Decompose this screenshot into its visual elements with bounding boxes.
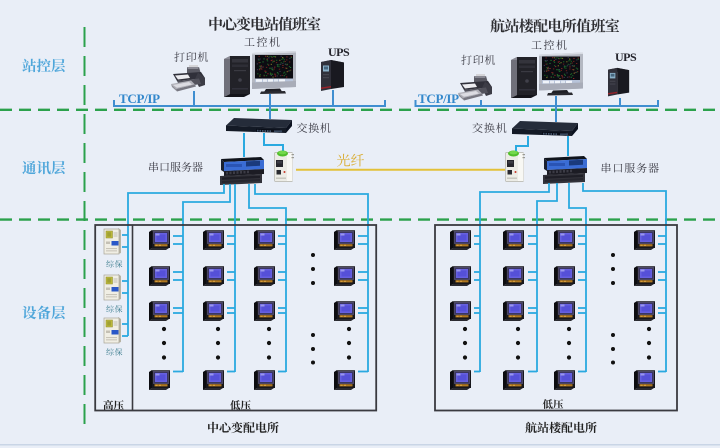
svg-text:UPS: UPS xyxy=(615,50,637,64)
svg-text:TCP/IP: TCP/IP xyxy=(119,91,160,106)
svg-text:UPS: UPS xyxy=(328,45,350,59)
svg-text:TCP/IP: TCP/IP xyxy=(418,91,459,106)
